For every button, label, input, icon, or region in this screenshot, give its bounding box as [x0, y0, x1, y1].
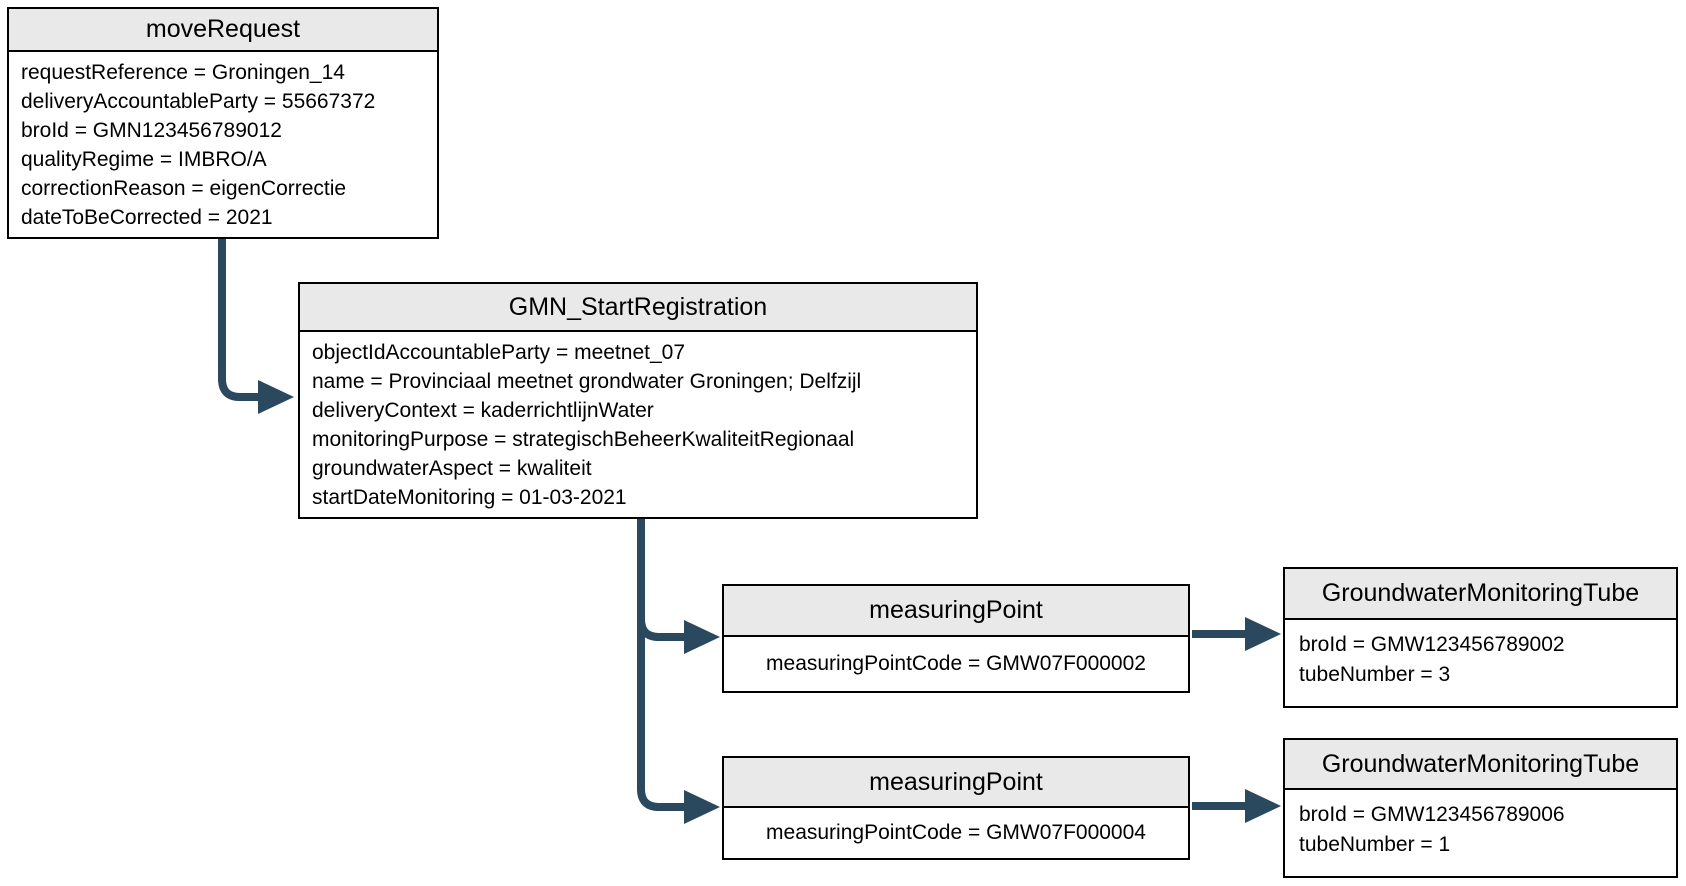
- node-groundwatermonitoringtube-2-attributes: broId = GMW123456789006 tubeNumber = 1: [1285, 790, 1676, 860]
- attribute-delivery-accountable-party: deliveryAccountableParty = 55667372: [21, 90, 376, 113]
- attribute-bro-id: broId = GMW123456789006: [1299, 803, 1565, 826]
- node-moverequest-attributes: requestReference = Groningen_14 delivery…: [9, 52, 437, 232]
- attribute-bro-id: broId = GMW123456789002: [1299, 633, 1565, 656]
- node-measuringpoint-1-attributes: measuringPointCode = GMW07F000002: [724, 637, 1188, 689]
- attribute-tube-number: tubeNumber = 1: [1299, 833, 1451, 856]
- attribute-tube-number: tubeNumber = 3: [1299, 663, 1451, 686]
- node-moverequest-title: moveRequest: [9, 9, 437, 52]
- connector-measuringpoint-1-to-tube-1: [1192, 617, 1281, 651]
- node-measuringpoint-2-attributes: measuringPointCode = GMW07F000004: [724, 808, 1188, 856]
- attribute-correction-reason: correctionReason = eigenCorrectie: [21, 177, 347, 200]
- node-measuringpoint-2: measuringPoint measuringPointCode = GMW0…: [722, 756, 1190, 860]
- node-moverequest: moveRequest requestReference = Groningen…: [7, 7, 439, 239]
- attribute-object-id-accountable-party: objectIdAccountableParty = meetnet_07: [312, 341, 685, 364]
- node-groundwatermonitoringtube-1-attributes: broId = GMW123456789002 tubeNumber = 3: [1285, 620, 1676, 690]
- node-gmn-startregistration-title: GMN_StartRegistration: [300, 284, 976, 332]
- node-groundwatermonitoringtube-1: GroundwaterMonitoringTube broId = GMW123…: [1283, 567, 1678, 708]
- attribute-start-date-monitoring: startDateMonitoring = 01-03-2021: [312, 486, 627, 509]
- connector-moverequest-to-gmnstartregistration: [218, 239, 294, 414]
- attribute-measuring-point-code: measuringPointCode = GMW07F000002: [766, 651, 1146, 675]
- attribute-delivery-context: deliveryContext = kaderrichtlijnWater: [312, 399, 654, 422]
- attribute-quality-regime: qualityRegime = IMBRO/A: [21, 148, 267, 171]
- node-gmn-startregistration: GMN_StartRegistration objectIdAccountabl…: [298, 282, 978, 519]
- node-measuringpoint-1: measuringPoint measuringPointCode = GMW0…: [722, 584, 1190, 693]
- node-measuringpoint-2-title: measuringPoint: [724, 758, 1188, 808]
- attribute-monitoring-purpose: monitoringPurpose = strategischBeheerKwa…: [312, 428, 855, 451]
- node-gmn-startregistration-attributes: objectIdAccountableParty = meetnet_07 na…: [300, 332, 976, 512]
- connector-gmnstartregistration-to-measuringpoint-2: [637, 519, 720, 824]
- attribute-request-reference: requestReference = Groningen_14: [21, 61, 345, 84]
- attribute-bro-id: broId = GMN123456789012: [21, 119, 282, 142]
- connector-gmnstartregistration-to-measuringpoint-1: [637, 519, 720, 654]
- attribute-name: name = Provinciaal meetnet grondwater Gr…: [312, 370, 862, 393]
- attribute-date-to-be-corrected: dateToBeCorrected = 2021: [21, 206, 273, 229]
- node-groundwatermonitoringtube-1-title: GroundwaterMonitoringTube: [1285, 569, 1676, 620]
- attribute-measuring-point-code: measuringPointCode = GMW07F000004: [766, 820, 1146, 844]
- node-groundwatermonitoringtube-2-title: GroundwaterMonitoringTube: [1285, 740, 1676, 790]
- node-measuringpoint-1-title: measuringPoint: [724, 586, 1188, 637]
- node-groundwatermonitoringtube-2: GroundwaterMonitoringTube broId = GMW123…: [1283, 738, 1678, 878]
- attribute-groundwater-aspect: groundwaterAspect = kwaliteit: [312, 457, 592, 480]
- connector-measuringpoint-2-to-tube-2: [1192, 789, 1281, 823]
